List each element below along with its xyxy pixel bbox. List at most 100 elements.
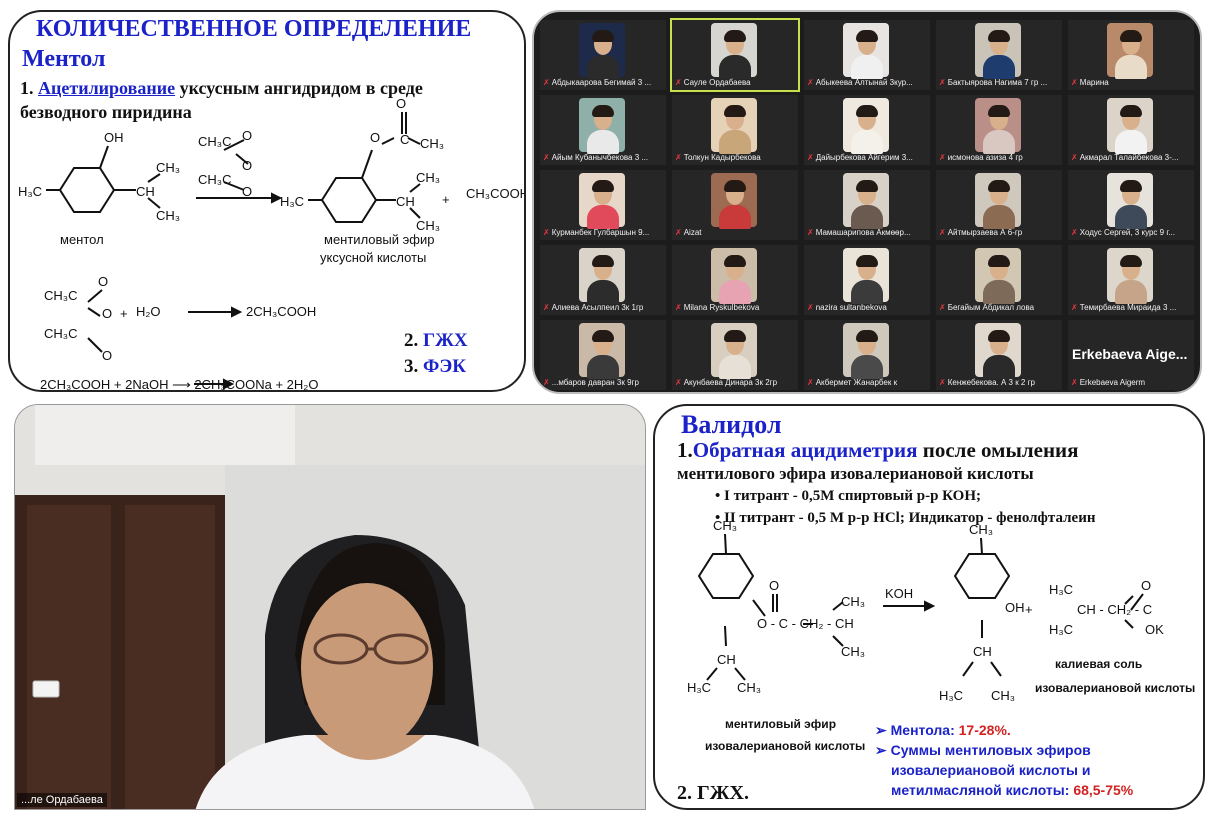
- mic-muted-icon: ✗: [807, 228, 814, 237]
- participant-name: ✗исмонова азиза 4 гр: [939, 153, 1059, 162]
- svg-text:CH₃: CH₃: [841, 644, 865, 659]
- participant-name: ✗Ходус Сергей, 3 курс 9 г...: [1071, 228, 1191, 237]
- method-number: 1.: [20, 78, 34, 98]
- participant-tile[interactable]: ✗Акмарал Талайбекова 3-...: [1068, 95, 1194, 165]
- svg-text:O: O: [242, 184, 252, 199]
- participant-tile[interactable]: ✗Абыкеева Алтынай 3кур...: [804, 20, 930, 90]
- participant-video: [579, 98, 625, 154]
- participant-tile[interactable]: ✗Aizat: [672, 170, 798, 240]
- method-heading: 1. Ацетилирование уксусным ангидридом в …: [20, 78, 423, 99]
- participant-tile[interactable]: ✗Акбермет Жанарбек к: [804, 320, 930, 390]
- participant-tile[interactable]: ✗Темирбаева Мираида 3 ...: [1068, 245, 1194, 315]
- svg-text:CH: CH: [396, 194, 415, 209]
- participant-tile[interactable]: ✗Курманбек Гулбаршын 9...: [540, 170, 666, 240]
- svg-text:O: O: [396, 96, 406, 111]
- plus-sign: +: [442, 192, 450, 207]
- svg-text:CH₃: CH₃: [416, 218, 440, 233]
- participant-name: ✗Толкун Кадырбекова: [675, 153, 795, 162]
- mic-muted-icon: ✗: [543, 228, 550, 237]
- method-list-item: 2. ГЖХ: [404, 330, 468, 352]
- participant-tile[interactable]: ✗nazira sultanbekova: [804, 245, 930, 315]
- titrant-bullet: • II титрант - 0,5 М р-р HCl; Индикатор …: [715, 510, 1096, 526]
- participant-tile[interactable]: ✗Сауле Ордабаева: [670, 18, 800, 92]
- participant-tile[interactable]: ✗Кенжебекова. А 3 к 2 гр: [936, 320, 1062, 390]
- participant-video: [843, 173, 889, 229]
- svg-text:CH₃: CH₃: [991, 688, 1015, 703]
- method-name: Ацетилирование: [38, 78, 176, 98]
- label-salt-1: калиевая соль: [1055, 657, 1142, 671]
- svg-text:CH: CH: [136, 184, 155, 199]
- reagent-koh: KOH: [885, 586, 913, 601]
- participant-tile[interactable]: ✗Алиева Асылпеил 3к 1гр: [540, 245, 666, 315]
- participant-tile[interactable]: ✗Абдыкаарова Бегимай 3 ...: [540, 20, 666, 90]
- mic-muted-icon: ✗: [543, 153, 550, 162]
- slide-validol: Валидол 1.Обратная ацидиметрия после омы…: [653, 404, 1205, 810]
- participant-name: ✗Акмарал Талайбекова 3-...: [1071, 153, 1191, 162]
- svg-text:O: O: [102, 348, 112, 363]
- participant-tile[interactable]: Erkebaeva Aige...✗Erkebaeva Aigerm: [1068, 320, 1194, 390]
- svg-text:CH₃: CH₃: [416, 170, 440, 185]
- participant-tile[interactable]: ✗Мамашарипова Акмөөр...: [804, 170, 930, 240]
- svg-text:H₃C: H₃C: [18, 184, 42, 199]
- svg-text:O: O: [98, 274, 108, 289]
- participant-tile[interactable]: ✗исмонова азиза 4 гр: [936, 95, 1062, 165]
- participant-tile[interactable]: ✗Айтмырзаева А 6-гр: [936, 170, 1062, 240]
- participant-video: [843, 23, 889, 79]
- participant-tile[interactable]: ✗Дайырбекова Айгерим 3...: [804, 95, 930, 165]
- participant-tile[interactable]: ✗Milana Ryskulbekova: [672, 245, 798, 315]
- participant-name-text: исмонова азиза 4 гр: [947, 153, 1023, 162]
- participant-video: [579, 248, 625, 304]
- participant-video: [1107, 98, 1153, 154]
- participant-tile[interactable]: ✗Толкун Кадырбекова: [672, 95, 798, 165]
- mic-muted-icon: ✗: [807, 153, 814, 162]
- participant-name: ✗Абдыкаарова Бегимай 3 ...: [543, 78, 663, 87]
- participant-name: ✗Абыкеева Алтынай 3кур...: [807, 78, 927, 87]
- participant-name-text: Акмарал Талайбекова 3-...: [1079, 153, 1179, 162]
- participants-gallery: ✗Абдыкаарова Бегимай 3 ...✗Сауле Ордабае…: [532, 10, 1202, 394]
- svg-text:CH₃C: CH₃C: [198, 172, 231, 187]
- participant-name: ✗Мамашарипова Акмөөр...: [807, 228, 927, 237]
- speaker-video-frame: [15, 405, 645, 809]
- participant-name-text: Milana Ryskulbekova: [683, 303, 760, 312]
- svg-text:CH₃: CH₃: [713, 518, 737, 533]
- participant-name: ✗Сауле Ордабаева: [675, 78, 795, 87]
- list-number: 2.: [404, 330, 419, 351]
- result-label: метилмасляной кислоты:: [891, 782, 1074, 798]
- participant-video: [975, 23, 1021, 79]
- participant-tile[interactable]: ✗Айым Кубанычбекова 3 ...: [540, 95, 666, 165]
- mic-muted-icon: ✗: [543, 78, 550, 87]
- participant-tile[interactable]: ✗Ходус Сергей, 3 курс 9 г...: [1068, 170, 1194, 240]
- participant-name-text: Айтмырзаева А 6-гр: [947, 228, 1023, 237]
- participant-name: ✗Дайырбекова Айгерим 3...: [807, 153, 927, 162]
- participant-video: [579, 173, 625, 229]
- participant-tile[interactable]: ✗...мбаров давран 3к 9гр: [540, 320, 666, 390]
- participant-name: ✗Курманбек Гулбаршын 9...: [543, 228, 663, 237]
- mic-muted-icon: ✗: [807, 378, 814, 387]
- svg-text:C: C: [400, 132, 409, 147]
- participant-name-text: Бегайым Абдикал лова: [947, 303, 1035, 312]
- participant-name: ✗Milana Ryskulbekova: [675, 303, 795, 312]
- svg-text:O: O: [370, 130, 380, 145]
- participant-name-text: Ходус Сергей, 3 курс 9 г...: [1079, 228, 1175, 237]
- participant-name-text: Сауле Ордабаева: [683, 78, 751, 87]
- participant-name-text: ...мбаров давран 3к 9гр: [551, 378, 639, 387]
- participant-name: ✗...мбаров давран 3к 9гр: [543, 378, 663, 387]
- water-formula: H₂O: [136, 304, 161, 319]
- participant-tile[interactable]: ✗Марина: [1068, 20, 1194, 90]
- svg-text:CH₃: CH₃: [841, 594, 865, 609]
- svg-text:O: O: [1141, 578, 1151, 593]
- reaction-scheme: CH₃ O - C - CH₂ - CH O CH₃ CH₃ CH H₃C CH…: [687, 518, 1195, 753]
- speaker-video[interactable]: ...ле Ордабаева: [14, 404, 646, 810]
- mic-muted-icon: ✗: [939, 378, 946, 387]
- result-esters-line2: изовалериановой кислоты и: [891, 762, 1091, 778]
- participant-tile[interactable]: ✗Акунбаева Динара 3к 2гр: [672, 320, 798, 390]
- participant-name: ✗Бегайым Абдикал лова: [939, 303, 1059, 312]
- mic-muted-icon: ✗: [1071, 303, 1078, 312]
- svg-text:O: O: [102, 306, 112, 321]
- participant-video: [579, 323, 625, 379]
- label-salt-2: изовалериановой кислоты: [1035, 681, 1195, 695]
- svg-text:CH₃: CH₃: [737, 680, 761, 695]
- participant-tile[interactable]: ✗Бегайым Абдикал лова: [936, 245, 1062, 315]
- svg-text:O - C - CH₂ - CH: O - C - CH₂ - CH: [757, 616, 854, 631]
- participant-tile[interactable]: ✗Бактыярова Нагима 7 гр ...: [936, 20, 1062, 90]
